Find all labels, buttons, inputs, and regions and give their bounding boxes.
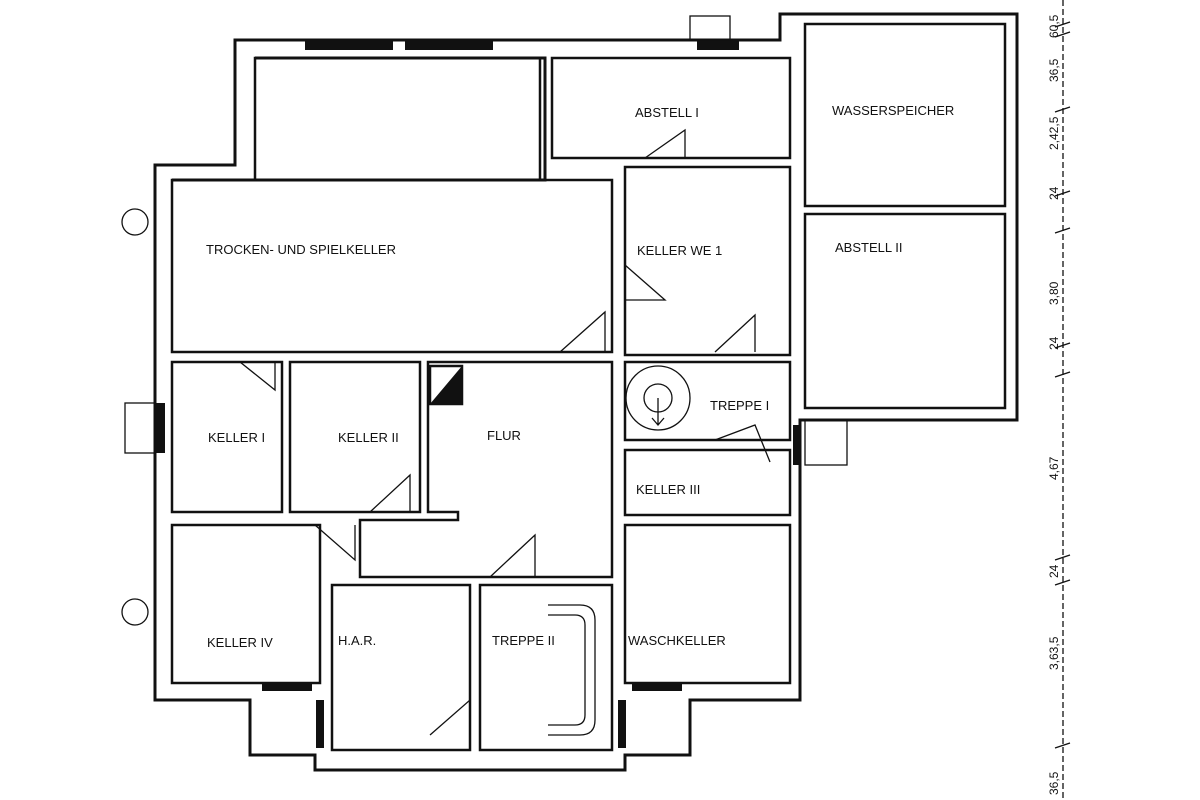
door-swing xyxy=(489,533,536,578)
room-keller3 xyxy=(623,448,792,517)
room-waschkeller xyxy=(623,523,792,685)
room-keller1 xyxy=(170,360,284,514)
label-abstell2: ABSTELL II xyxy=(835,240,902,255)
dimension-labels: 60,5 36,5 2,42,5 24 3,80 24 4,67 24 3,63… xyxy=(1047,14,1061,795)
door-swing xyxy=(624,264,667,301)
window xyxy=(697,40,739,50)
door-swing xyxy=(559,310,606,353)
punch-hole xyxy=(121,598,149,626)
stair-run xyxy=(548,604,596,736)
window xyxy=(793,425,801,465)
room-abstell1 xyxy=(550,56,792,160)
label-treppe1: TREPPE I xyxy=(710,398,769,413)
door-swing xyxy=(644,128,686,159)
shaft-fill xyxy=(430,366,462,404)
outer-wall-inner xyxy=(172,56,547,182)
room-wasserspeicher xyxy=(803,22,1007,208)
window xyxy=(316,700,324,748)
dim-label: 3,80 xyxy=(1047,281,1061,305)
label-keller-we1: KELLER WE 1 xyxy=(637,243,722,258)
label-waschkeller: WASCHKELLER xyxy=(628,633,726,648)
dim-label: 36,5 xyxy=(1047,771,1061,795)
room-treppe2 xyxy=(478,583,614,752)
dim-label: 3,63,5 xyxy=(1047,636,1061,670)
dim-label: 24 xyxy=(1047,564,1061,578)
chimney xyxy=(689,15,731,41)
dim-label: 4,67 xyxy=(1047,456,1061,480)
room-flur xyxy=(358,360,614,579)
room-keller2 xyxy=(288,360,422,514)
dim-label: 24 xyxy=(1047,186,1061,200)
door-swing xyxy=(239,361,276,392)
window xyxy=(262,683,312,691)
door-swing xyxy=(429,698,471,736)
window xyxy=(305,40,393,50)
label-treppe2: TREPPE II xyxy=(492,633,555,648)
label-keller2: KELLER II xyxy=(338,430,399,445)
dimension-ticks xyxy=(1054,21,1071,749)
dim-label: 2,42,5 xyxy=(1047,116,1061,150)
label-abstell1: ABSTELL I xyxy=(635,105,699,120)
stair-arrow xyxy=(651,398,665,426)
window xyxy=(155,403,165,453)
spiral-stair xyxy=(625,365,691,431)
label-flur: FLUR xyxy=(487,428,521,443)
window xyxy=(405,40,493,50)
light-well xyxy=(804,419,848,466)
room-keller-we1 xyxy=(623,165,792,357)
window xyxy=(618,700,626,748)
room-treppe1 xyxy=(623,360,792,442)
dim-label: 24 xyxy=(1047,336,1061,350)
door-swing xyxy=(714,313,756,353)
light-well xyxy=(124,402,156,454)
label-keller4: KELLER IV xyxy=(207,635,273,650)
label-wasserspeicher: WASSERSPEICHER xyxy=(832,103,954,118)
punch-hole xyxy=(121,208,149,236)
outer-wall xyxy=(153,12,1019,772)
dim-label: 60,5 xyxy=(1047,14,1061,38)
door-swing xyxy=(314,524,356,562)
room-keller4 xyxy=(170,523,322,685)
label-keller3: KELLER III xyxy=(636,482,700,497)
door-swing xyxy=(369,473,411,513)
label-keller1: KELLER I xyxy=(208,430,265,445)
dim-label: 36,5 xyxy=(1047,58,1061,82)
window xyxy=(632,683,682,691)
room-abstell2 xyxy=(803,212,1007,410)
room-trocken xyxy=(170,56,614,354)
room-har xyxy=(330,583,472,752)
label-trocken: TROCKEN- UND SPIELKELLER xyxy=(206,242,396,257)
label-har: H.A.R. xyxy=(338,633,376,648)
door-swing xyxy=(714,424,771,463)
